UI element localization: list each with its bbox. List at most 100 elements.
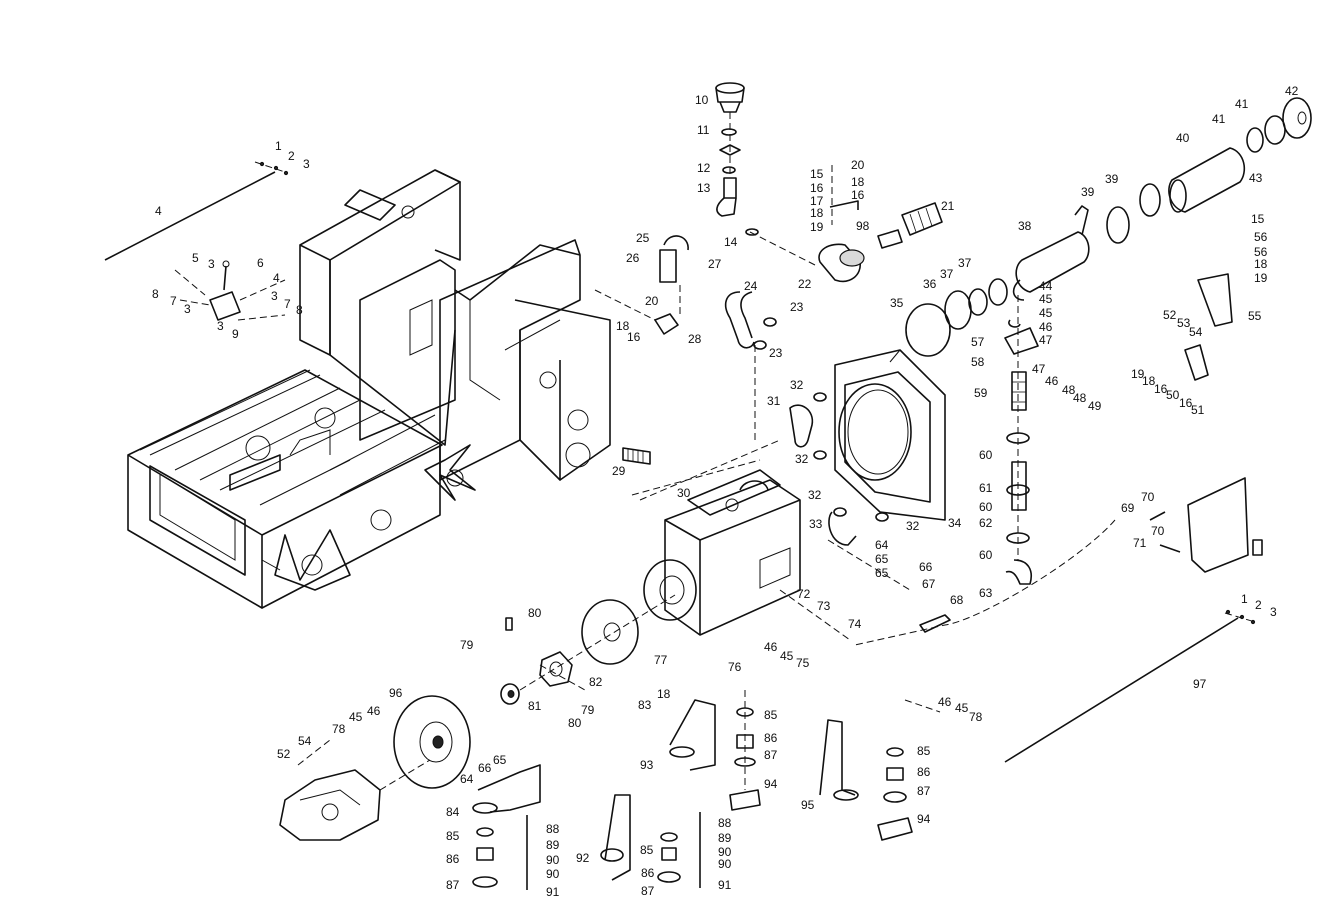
callout-label: 90 [718, 857, 732, 871]
callout-label: 67 [922, 577, 936, 591]
callout-label: 22 [798, 277, 812, 291]
callout-label: 30 [677, 486, 691, 500]
callout-label: 64 [460, 772, 474, 786]
callout-label: 45 [1039, 306, 1053, 320]
callout-label: 28 [688, 332, 702, 346]
callout-label: 50 [1166, 388, 1180, 402]
callout-label: 87 [917, 784, 931, 798]
callout-label: 9 [232, 327, 239, 341]
control-rod-right [1004, 609, 1256, 763]
callout-label: 96 [389, 686, 403, 700]
callout-label: 60 [979, 500, 993, 514]
callout-label: 24 [744, 279, 758, 293]
callout-label: 19 [1131, 367, 1145, 381]
callout-label: 59 [974, 386, 988, 400]
callout-label: 45 [955, 701, 969, 715]
callout-label: 70 [1141, 490, 1155, 504]
callout-label: 70 [1151, 524, 1165, 538]
callout-label: 2 [1255, 598, 1262, 612]
callout-label: 73 [817, 599, 831, 613]
callout-label: 85 [640, 843, 654, 857]
callout-label: 23 [790, 300, 804, 314]
callout-label: 39 [1105, 172, 1119, 186]
control-rod-left [104, 161, 289, 261]
callout-label: 90 [546, 853, 560, 867]
callout-label: 86 [764, 731, 778, 745]
callout-label: 3 [1270, 605, 1277, 619]
callout-label: 89 [718, 831, 732, 845]
callout-label: 85 [764, 708, 778, 722]
callout-label: 87 [446, 878, 460, 892]
callout-label: 5 [192, 251, 199, 265]
callout-label: 46 [1039, 320, 1053, 334]
filler-cap-stack [715, 82, 759, 236]
callout-label: 81 [528, 699, 542, 713]
callout-label: 93 [640, 758, 654, 772]
callout-label: 18 [851, 175, 865, 189]
callout-label: 34 [948, 516, 962, 530]
callout-label: 97 [1193, 677, 1207, 691]
callout-label: 6 [257, 256, 264, 270]
callout-label: 52 [1163, 308, 1177, 322]
callout-label: 51 [1191, 403, 1205, 417]
exhaust-system [905, 97, 1312, 585]
callout-label: 10 [695, 93, 709, 107]
callout-label: 31 [767, 394, 781, 408]
callout-label: 32 [790, 378, 804, 392]
callout-label: 16 [1154, 382, 1168, 396]
callout-label: 84 [446, 805, 460, 819]
callout-label: 90 [546, 867, 560, 881]
engine-block [631, 459, 801, 636]
callout-label: 87 [764, 748, 778, 762]
callout-label: 48 [1073, 391, 1087, 405]
callout-label: 41 [1212, 112, 1226, 126]
callout-label: 37 [940, 267, 954, 281]
callout-label: 62 [979, 516, 993, 530]
callout-label: 27 [708, 257, 722, 271]
callout-label: 3 [184, 302, 191, 316]
callout-label: 8 [152, 287, 159, 301]
assembly-guides [539, 289, 941, 790]
callout-label: 16 [851, 188, 865, 202]
callout-label: 90 [718, 845, 732, 859]
callout-label: 3 [303, 157, 310, 171]
callout-label: 33 [809, 517, 823, 531]
callout-label: 38 [1018, 219, 1032, 233]
callout-label: 65 [493, 753, 507, 767]
callout-label: 40 [1176, 131, 1190, 145]
callout-label: 13 [697, 181, 711, 195]
hydraulic-pump [279, 695, 471, 841]
callout-label: 46 [764, 640, 778, 654]
callout-label: 18 [810, 206, 824, 220]
callout-label: 20 [851, 158, 865, 172]
callout-label: 61 [979, 481, 993, 495]
callout-label: 79 [581, 703, 595, 717]
callout-label: 52 [277, 747, 291, 761]
callout-label: 82 [589, 675, 603, 689]
callout-label: 91 [546, 885, 560, 899]
callout-label: 4 [155, 204, 162, 218]
callout-label: 16 [810, 181, 824, 195]
callout-label: 54 [1189, 325, 1203, 339]
callout-label: 18 [1254, 257, 1268, 271]
callout-label: 15 [810, 167, 824, 181]
callout-label: 65 [875, 552, 889, 566]
callout-label: 92 [576, 851, 590, 865]
callout-label: 46 [1045, 374, 1059, 388]
callout-label: 1 [1241, 592, 1248, 606]
callout-label: 41 [1235, 97, 1249, 111]
callout-label: 88 [546, 822, 560, 836]
callout-label: 39 [1081, 185, 1095, 199]
callout-label: 15 [1251, 212, 1265, 226]
callout-label: 91 [718, 878, 732, 892]
callout-label: 46 [367, 704, 381, 718]
callout-label: 48 [1062, 383, 1076, 397]
callout-label: 45 [780, 649, 794, 663]
callout-label: 85 [446, 829, 460, 843]
callout-label: 69 [1121, 501, 1135, 515]
callout-label: 7 [284, 297, 291, 311]
callout-label: 3 [208, 257, 215, 271]
radiator-assembly [789, 349, 946, 546]
air-filter-assembly [749, 165, 943, 282]
callout-label: 8 [296, 303, 303, 317]
